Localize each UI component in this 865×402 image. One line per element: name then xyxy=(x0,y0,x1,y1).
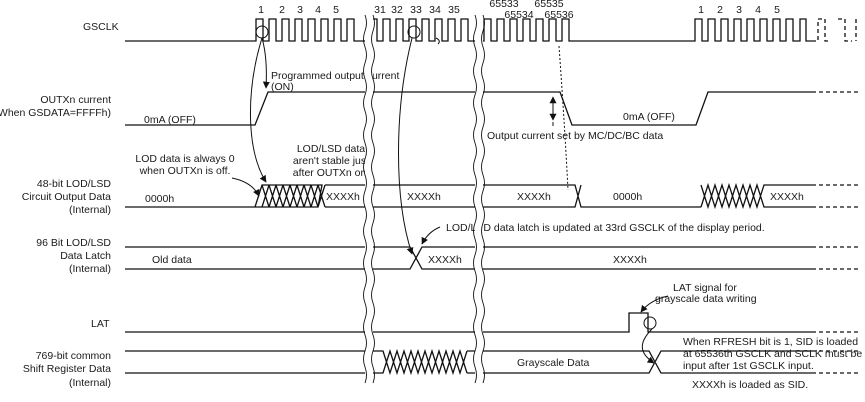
clock-number: 5 xyxy=(774,4,780,16)
latch-continuation xyxy=(812,246,858,270)
time-break-2 xyxy=(473,14,485,385)
output-current-set-label: Output current set by MC/DC/BC data xyxy=(487,130,663,142)
outxn-off-right-label: 0mA (OFF) xyxy=(623,111,675,123)
gsclk33-arrow-stub xyxy=(435,37,440,45)
shift-register-continuation xyxy=(812,350,858,374)
latch-waveform xyxy=(125,246,812,270)
lod-xxxx-2-label: XXXXh xyxy=(407,191,441,203)
clock-number: 65533 xyxy=(489,0,518,10)
signal-label-latch: 96 Bit LOD/LSD xyxy=(36,237,111,249)
signal-label-lod-output-2: Circuit Output Data xyxy=(22,191,111,203)
grayscale-data-label: Grayscale Data xyxy=(517,357,590,369)
arrow-lat-signal-note xyxy=(640,295,669,313)
clock-number: 4 xyxy=(755,4,761,16)
guide-65536-edge xyxy=(558,45,569,191)
signal-label-shift-register-2: Shift Register Data xyxy=(23,363,111,375)
lod-xxxx-1-label: XXXXh xyxy=(326,191,360,203)
rfresh-note-label: When RFRESH bit is 1, SID is loaded xyxy=(683,336,858,348)
clock-number: 3 xyxy=(297,4,303,16)
signal-label-lod-output: 48-bit LOD/LSD xyxy=(37,178,112,190)
time-break-1 xyxy=(363,14,375,385)
clock-number: 32 xyxy=(391,4,403,16)
latch-xxxx-1-label: XXXXh xyxy=(428,254,462,266)
outxn-current-waveform xyxy=(125,91,812,126)
lod-always-zero-label-2: when OUTXn is off. xyxy=(139,165,231,177)
arrow-lat-to-sid-load xyxy=(641,328,655,364)
rfresh-note-label-3: input after 1st GSCLK input. xyxy=(683,360,814,372)
old-data-label: Old data xyxy=(152,254,192,266)
lod-always-zero-label: LOD data is always 0 xyxy=(135,153,234,165)
clock-number: 65536 xyxy=(544,9,573,21)
clock-number: 35 xyxy=(448,4,460,16)
lod-unstable-label: LOD/LSD data xyxy=(297,143,365,155)
signal-label-shift-register-3: (Internal) xyxy=(69,377,111,389)
lod-xxxx-4-label: XXXXh xyxy=(770,191,804,203)
gsclk-33rd-edge-marker xyxy=(407,25,421,39)
arrow-gsclk33-to-latch xyxy=(398,37,414,255)
lat-signal-label: LAT signal for xyxy=(673,282,737,294)
latch-xxxx-2-label: XXXXh xyxy=(613,254,647,266)
gsclk-first-edge-marker xyxy=(255,25,269,39)
signal-label-lat: LAT xyxy=(91,318,110,330)
lat-signal-label-2: grayscale data writing xyxy=(655,293,757,305)
lod-output-waveform xyxy=(125,182,812,210)
clock-number: 2 xyxy=(279,4,285,16)
arrow-gsclk1-to-outxn-on xyxy=(261,37,270,89)
clock-number: 34 xyxy=(429,4,441,16)
rfresh-note-label-2: at 65536th GSCLK and SCLK must be xyxy=(683,348,862,360)
clock-number: 31 xyxy=(374,4,386,16)
lod-xxxx-3-label: XXXXh xyxy=(517,191,551,203)
clock-number: 5 xyxy=(333,4,339,16)
clock-number: 1 xyxy=(698,4,704,16)
gsclk-continuation-dashed xyxy=(812,18,857,42)
arrow-latch-update-note xyxy=(421,226,441,245)
signal-label-lod-output-3: (Internal) xyxy=(69,204,111,216)
outxn-off-left-label: 0mA (OFF) xyxy=(144,114,196,126)
lod-0000-mid-label: 0000h xyxy=(613,191,642,203)
clock-number: 3 xyxy=(736,4,742,16)
signal-label-latch-3: (Internal) xyxy=(69,263,111,275)
shift-register-waveform xyxy=(125,348,812,376)
clock-number: 2 xyxy=(717,4,723,16)
signal-label-gsclk: GSCLK xyxy=(83,21,119,33)
signal-label-outxn: OUTXn current xyxy=(40,94,111,106)
clock-number: 4 xyxy=(315,4,321,16)
clock-number: 1 xyxy=(258,4,264,16)
lod-unstable-label-3: after OUTXn on. xyxy=(293,167,369,179)
lod-output-continuation xyxy=(812,184,858,208)
lat-falling-edge-marker xyxy=(643,316,657,330)
lat-waveform xyxy=(125,312,812,333)
lod-0000-left-label: 0000h xyxy=(145,193,174,205)
gsclk-waveform xyxy=(125,18,812,42)
arrow-gsclk1-to-lod-unstable xyxy=(249,37,267,183)
latch-update-label: LOD/LSD data latch is updated at 33rd GS… xyxy=(446,222,765,234)
signal-label-outxn-condition: (When GSDATA=FFFFh) xyxy=(0,107,111,119)
lod-unstable-label-2: aren't stable just xyxy=(293,155,369,167)
programmed-current-on-label: (ON) xyxy=(271,81,294,93)
sid-loaded-label: XXXXh is loaded as SID. xyxy=(692,379,808,391)
arrow-lod-always-zero xyxy=(231,177,260,197)
clock-number: 65534 xyxy=(504,9,533,21)
signal-label-shift-register: 769-bit common xyxy=(36,350,111,362)
clock-number: 33 xyxy=(410,4,422,16)
clock-number: 65535 xyxy=(534,0,563,10)
signal-label-latch-2: Data Latch xyxy=(60,250,111,262)
